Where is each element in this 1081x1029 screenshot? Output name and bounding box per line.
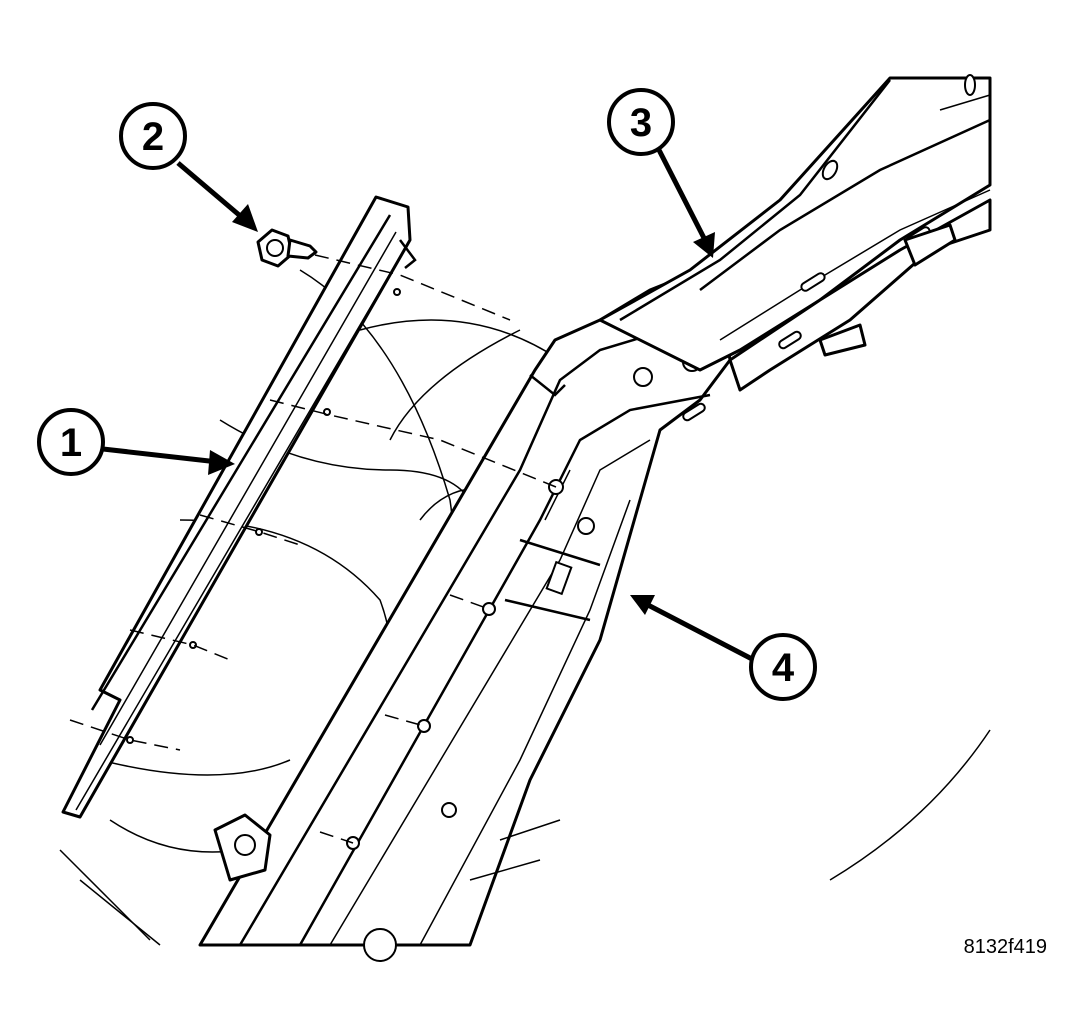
callout-2: 2 (119, 102, 187, 170)
fastener-part (256, 228, 318, 268)
figure-code: 8132f419 (963, 936, 1047, 958)
leader-lines (102, 146, 754, 662)
leader-line-2 (176, 161, 247, 222)
callout-3: 3 (607, 88, 675, 156)
callout-4-label: 4 (772, 646, 795, 690)
roof-rail-part (598, 74, 992, 422)
arrowhead-2 (232, 204, 258, 232)
callout-3-label: 3 (630, 101, 652, 145)
callout-2-label: 2 (142, 115, 164, 159)
arrowhead-4 (630, 595, 655, 615)
callout-1-label: 1 (60, 421, 82, 465)
arrowhead-1 (208, 450, 235, 475)
callout-4: 4 (749, 633, 817, 701)
alignment-lines (69, 254, 557, 844)
leader-line-1 (102, 446, 219, 465)
arrowhead-3 (693, 232, 715, 258)
trim-molding-part (61, 195, 417, 819)
leader-line-3 (655, 146, 708, 242)
leader-line-4 (646, 602, 754, 662)
callout-1: 1 (37, 408, 105, 476)
